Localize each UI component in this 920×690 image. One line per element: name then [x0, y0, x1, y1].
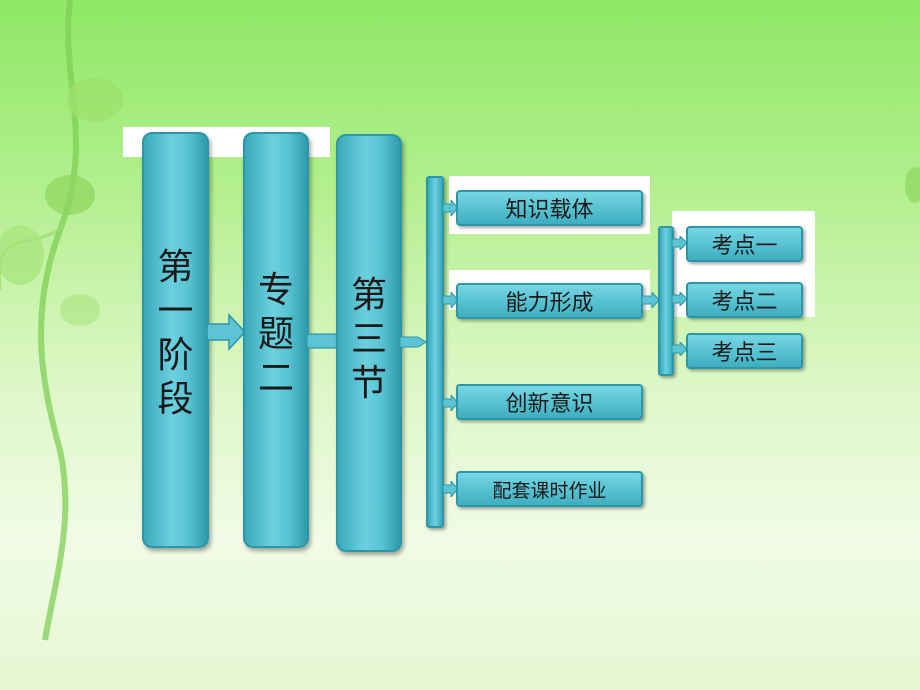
node-knowledge[interactable]: 知识载体 [456, 190, 643, 226]
branch-spine [426, 176, 444, 528]
arrow-right-icon [672, 342, 688, 356]
arrow-right-icon [443, 481, 459, 497]
arrow-right-icon [443, 395, 459, 411]
arrow-right-icon [642, 292, 660, 308]
connector-icon [400, 336, 427, 348]
node-ability[interactable]: 能力形成 [456, 283, 643, 319]
stage-label: 第 一 阶 段 [157, 247, 194, 420]
node-homework[interactable]: 配套课时作业 [456, 471, 643, 507]
arrow-right-icon [672, 236, 688, 250]
arrow-right-icon [443, 292, 459, 308]
arrow-right-icon [672, 292, 688, 306]
arrow-right-icon [307, 333, 338, 349]
section-bar[interactable]: 第 三 节 [336, 134, 402, 552]
exam-point-3[interactable]: 考点三 [686, 333, 803, 369]
exam-point-1[interactable]: 考点一 [686, 226, 803, 262]
topic-label: 专 题 二 [257, 270, 294, 399]
exam-point-2[interactable]: 考点二 [686, 282, 803, 318]
topic-bar[interactable]: 专 题 二 [243, 132, 309, 548]
node-innovation[interactable]: 创新意识 [456, 384, 643, 420]
arrow-right-icon [207, 313, 247, 351]
stage-bar[interactable]: 第 一 阶 段 [142, 132, 209, 548]
arrow-right-icon [443, 200, 459, 216]
section-label: 第 三 节 [350, 275, 387, 404]
